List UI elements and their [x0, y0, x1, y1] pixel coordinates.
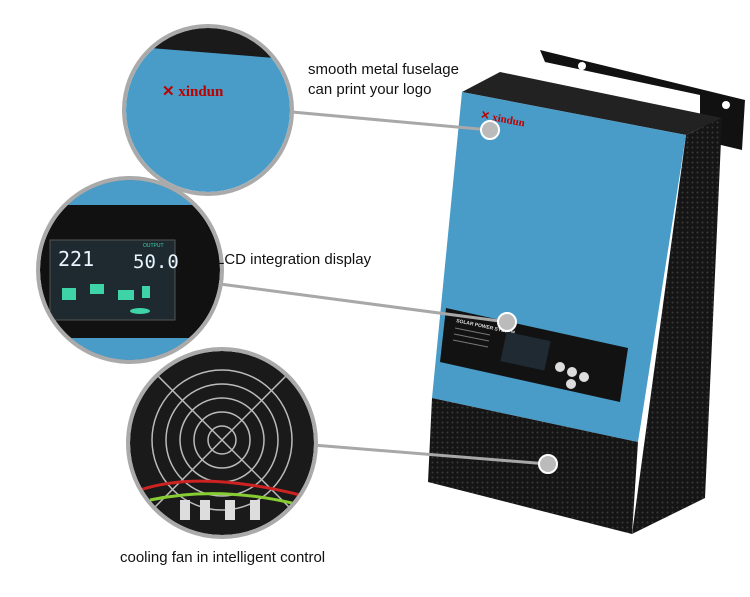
- inverter-lower-vent: [428, 398, 638, 534]
- lcd-output-value: 50.0: [133, 251, 179, 273]
- panel-instructions: [452, 327, 491, 348]
- lcd-detail-inset: 221 OUTPUT 50.0: [36, 176, 224, 364]
- fan-detail-inset: [126, 347, 318, 539]
- lcd-input-value: 221: [58, 247, 94, 271]
- callout-lcd: LCD integration display: [216, 251, 372, 268]
- wall-bracket: [540, 50, 745, 150]
- panel-lcd-screen: [500, 331, 551, 371]
- callout-fuselage-line1: smooth metal fuselage: [308, 61, 459, 78]
- inverter-front-panel: [432, 92, 686, 442]
- callout-lines: [219, 110, 549, 466]
- inverter-side-vent: [632, 118, 722, 534]
- callout-dots: [480, 120, 558, 474]
- svg-text:✕ xindun: ✕ xindun: [162, 84, 224, 100]
- callout-fuselage-line2: can print your logo: [308, 81, 432, 98]
- lcd-output-label: OUTPUT: [143, 243, 164, 249]
- panel-buttons: [555, 362, 589, 389]
- inverter-top: [462, 72, 722, 135]
- callout-cooling-fan: cooling fan in intelligent control: [120, 549, 326, 566]
